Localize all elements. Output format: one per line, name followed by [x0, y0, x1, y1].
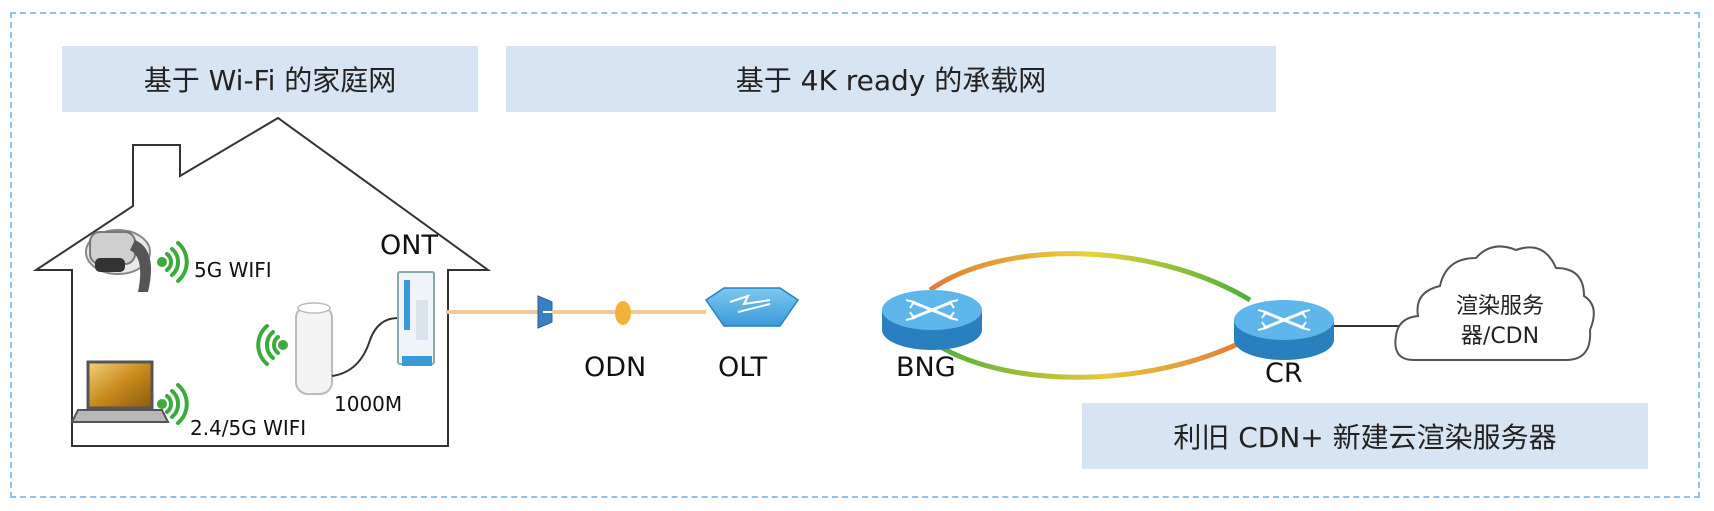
- splitter-icon: [537, 295, 553, 329]
- wifi-signal-icon: [157, 383, 189, 425]
- cloud-icon: [1394, 245, 1595, 361]
- banner-home-network: 基于 Wi-Fi 的家庭网: [62, 46, 478, 112]
- olt-device-icon: [704, 287, 800, 327]
- cr-router-icon: [1234, 300, 1334, 360]
- odn-node-icon: [615, 301, 631, 325]
- ring-lower: [928, 335, 1252, 380]
- label-odn: ODN: [584, 352, 647, 383]
- cable-1000m: [331, 317, 399, 377]
- label-cr: CR: [1265, 358, 1303, 389]
- cloud-label: 渲染服务 器/CDN: [1420, 292, 1580, 352]
- label-olt: OLT: [718, 352, 768, 383]
- banner-cdn-cloud-render: 利旧 CDN+ 新建云渲染服务器: [1082, 403, 1648, 469]
- label-ont: ONT: [380, 230, 438, 261]
- wifi-signal-icon: [256, 324, 288, 366]
- label-1000m: 1000M: [334, 392, 403, 416]
- label-24-5g-wifi: 2.4/5G WIFI: [190, 416, 307, 440]
- label-5g-wifi: 5G WIFI: [194, 258, 272, 282]
- label-bng: BNG: [896, 352, 956, 383]
- ont-device-icon: [397, 271, 435, 366]
- vr-headset-icon: [85, 229, 152, 292]
- diagram-frame: [10, 12, 1700, 498]
- banner-transport-network: 基于 4K ready 的承载网: [506, 46, 1276, 112]
- cloud-label-line2: 器/CDN: [1460, 324, 1540, 349]
- wifi-signal-icon: [157, 241, 189, 283]
- ring-upper: [928, 251, 1252, 303]
- house-outline: [32, 116, 492, 447]
- bng-router-icon: [882, 290, 982, 350]
- cloud-label-line1: 渲染服务: [1455, 294, 1544, 319]
- wifi-router-icon: [295, 302, 333, 395]
- laptop-icon: [70, 360, 170, 423]
